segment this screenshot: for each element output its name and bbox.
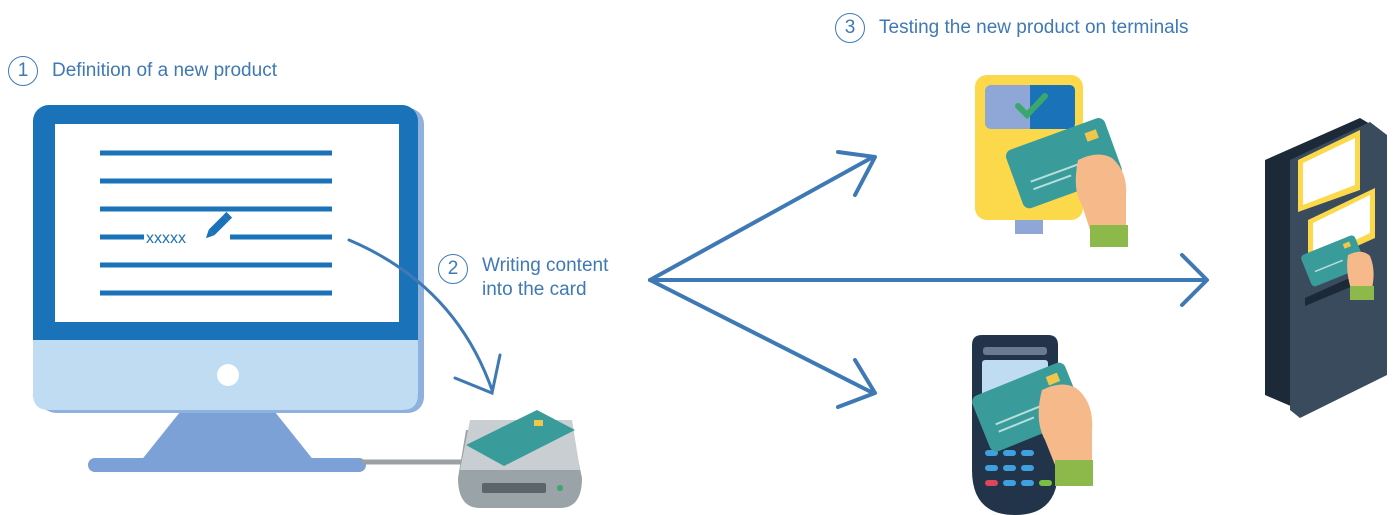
arrow-write-card <box>347 238 502 396</box>
step-1-number: 1 <box>8 56 38 86</box>
document-lines <box>100 150 332 296</box>
card-kiosk <box>1301 235 1366 287</box>
hand-kiosk <box>1347 251 1374 292</box>
step-2-number: 2 <box>438 254 468 284</box>
screen-field-text: xxxxx <box>146 230 186 247</box>
arrows-to-terminals <box>648 150 1209 409</box>
hand-validator <box>1075 154 1127 230</box>
step-3-label: Testing the new product on terminals <box>879 17 1189 38</box>
validator-terminal <box>975 75 1128 247</box>
step-2: 2 Writing content into the card <box>438 254 632 302</box>
step-1: 1 Definition of a new product <box>8 56 277 86</box>
step-3: 3 Testing the new product on terminals <box>835 13 1188 43</box>
ticket-kiosk <box>1265 118 1387 418</box>
pos-keypad <box>985 450 1052 486</box>
pos-terminal <box>972 335 1093 515</box>
step-3-number: 3 <box>835 13 865 43</box>
chip-icon <box>534 420 543 426</box>
computer-monitor: xxxxx <box>33 105 424 472</box>
hand-pos <box>1038 384 1093 465</box>
step-1-label: Definition of a new product <box>52 60 277 81</box>
step-2-label: Writing content into the card <box>482 255 609 300</box>
monitor-screen <box>55 124 399 322</box>
card-pos <box>972 362 1084 452</box>
card-on-reader <box>466 410 575 466</box>
card-validator <box>1005 118 1122 209</box>
card-reader <box>458 410 582 508</box>
check-icon <box>1015 93 1048 120</box>
